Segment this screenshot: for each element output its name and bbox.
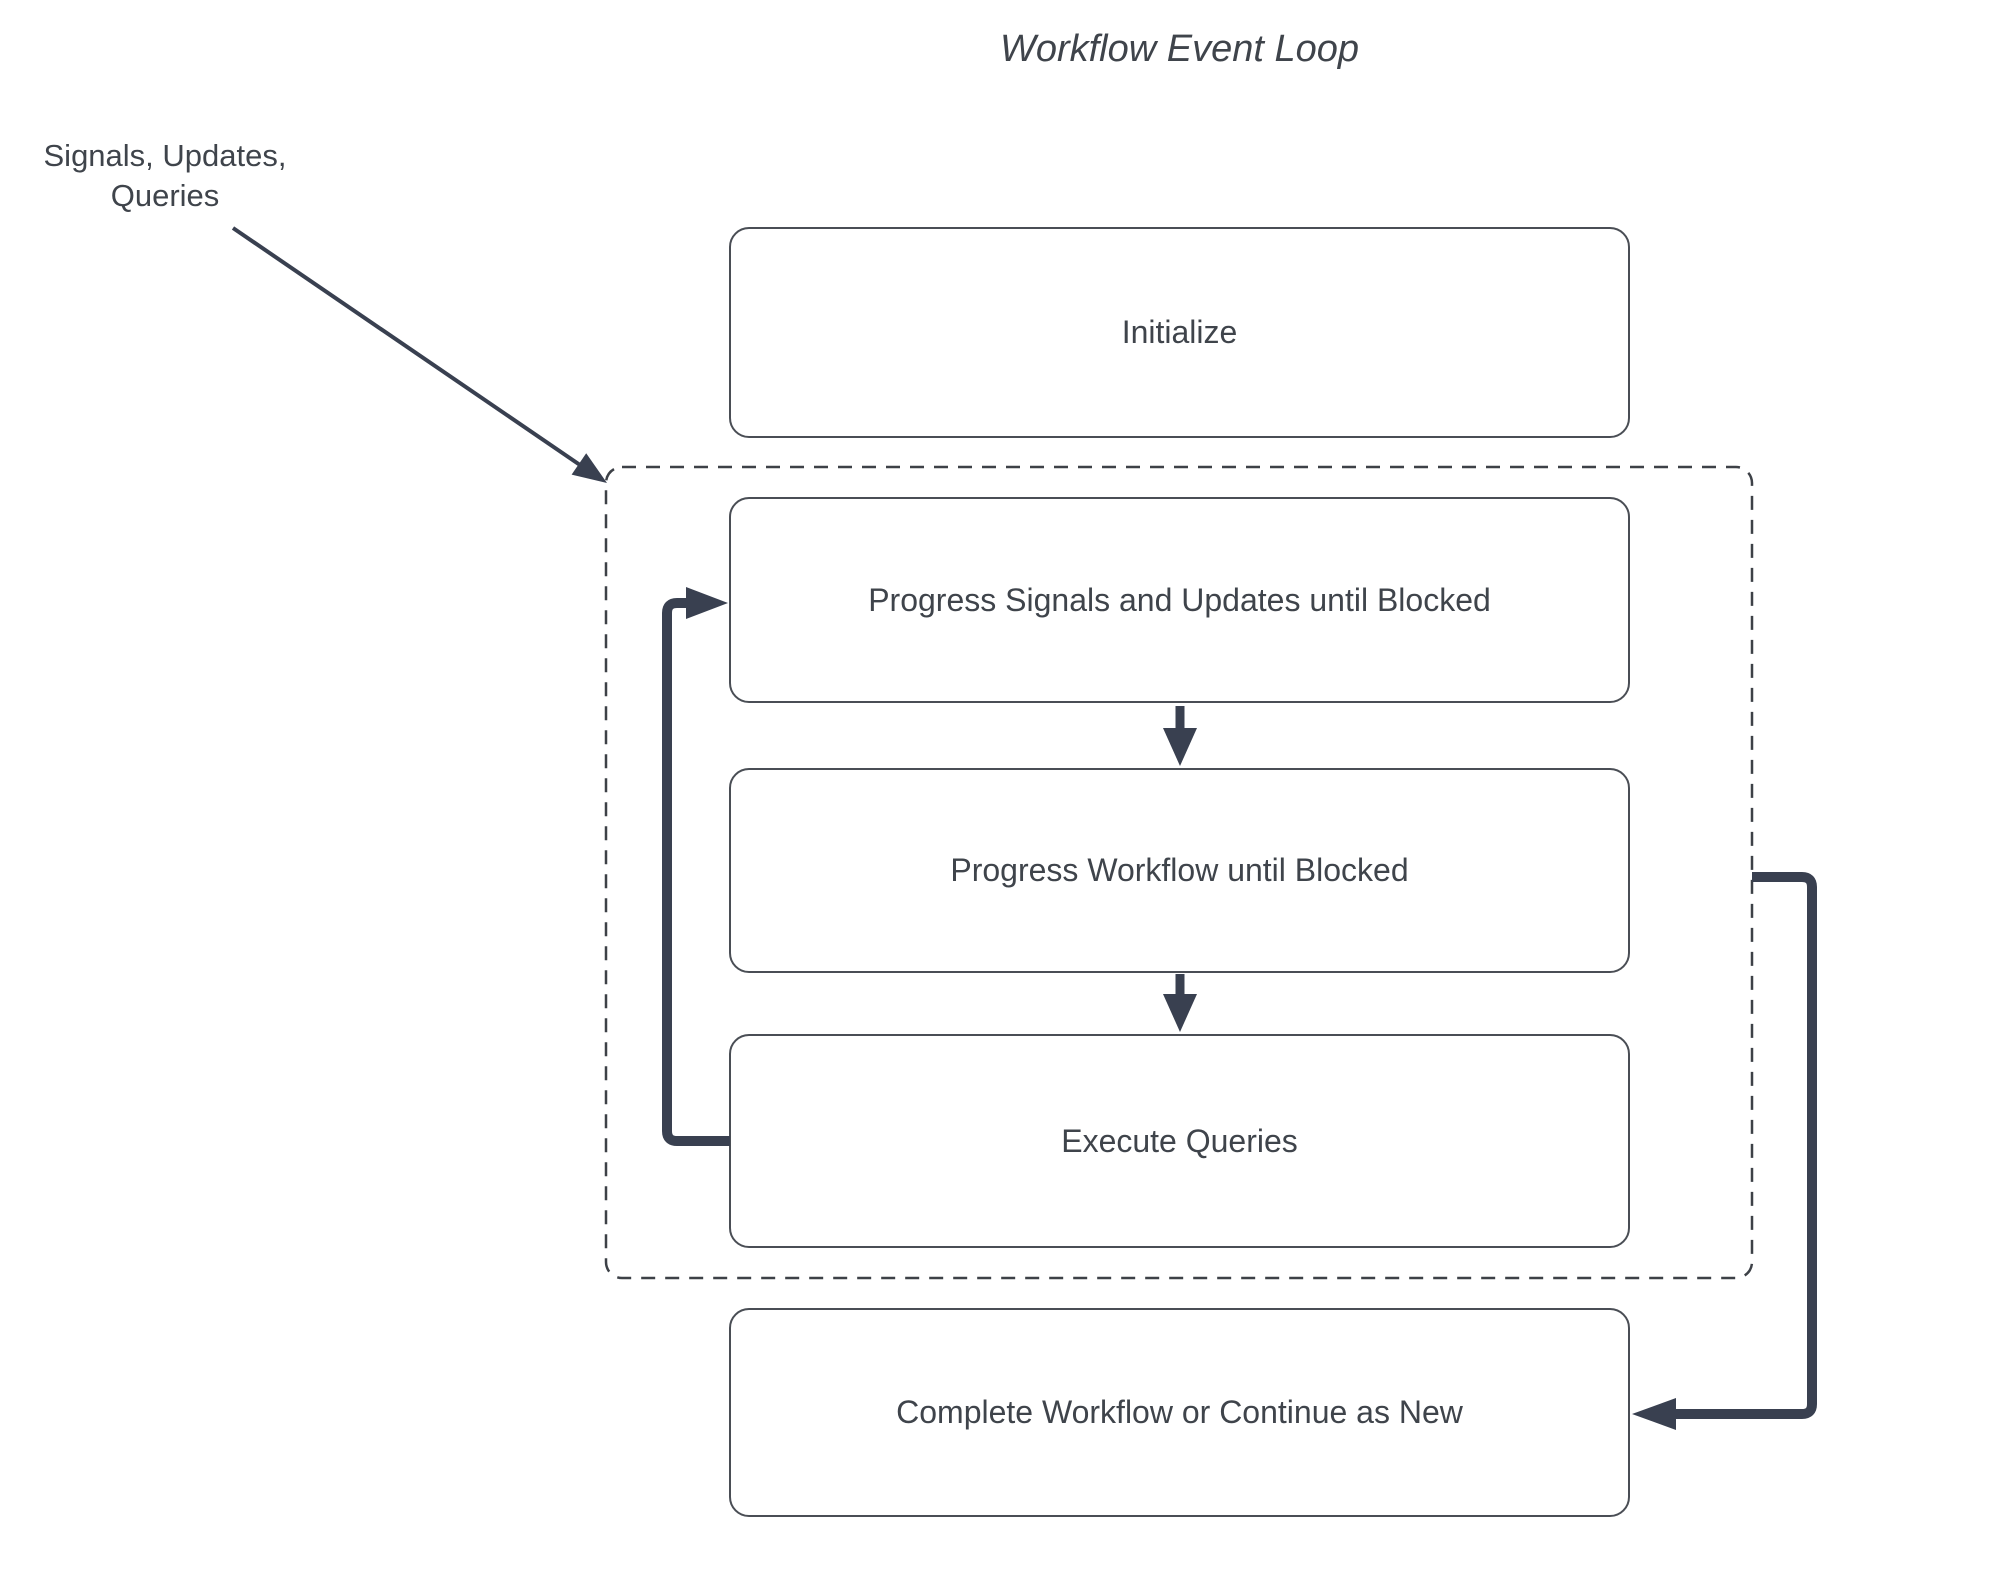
loop-back-arrow	[662, 587, 730, 1146]
node-initialize-label: Initialize	[1121, 314, 1238, 350]
arrow-signals-to-workflow	[1163, 706, 1197, 766]
node-initialize: Initialize	[729, 227, 1630, 438]
node-complete-workflow-label: Complete Workflow or Continue as New	[896, 1394, 1463, 1430]
node-execute-queries: Execute Queries	[729, 1034, 1630, 1248]
arrow-workflow-to-queries	[1163, 974, 1197, 1032]
diagram-title: Workflow Event Loop	[999, 28, 1360, 70]
node-progress-signals: Progress Signals and Updates until Block…	[729, 497, 1630, 703]
node-progress-signals-label: Progress Signals and Updates until Block…	[868, 581, 1491, 618]
node-complete-workflow: Complete Workflow or Continue as New	[729, 1308, 1630, 1517]
continue-as-new-arrow	[1632, 872, 1817, 1430]
node-progress-workflow-label: Progress Workflow until Blocked	[950, 852, 1409, 888]
node-progress-workflow: Progress Workflow until Blocked	[729, 768, 1630, 973]
external-input-label-line1: Signals, Updates,	[43, 138, 287, 173]
external-input-label: Signals, Updates, Queries	[10, 136, 320, 216]
node-execute-queries-label: Execute Queries	[1061, 1122, 1298, 1159]
signals-input-arrow	[231, 226, 607, 483]
external-input-label-line2: Queries	[110, 178, 220, 213]
